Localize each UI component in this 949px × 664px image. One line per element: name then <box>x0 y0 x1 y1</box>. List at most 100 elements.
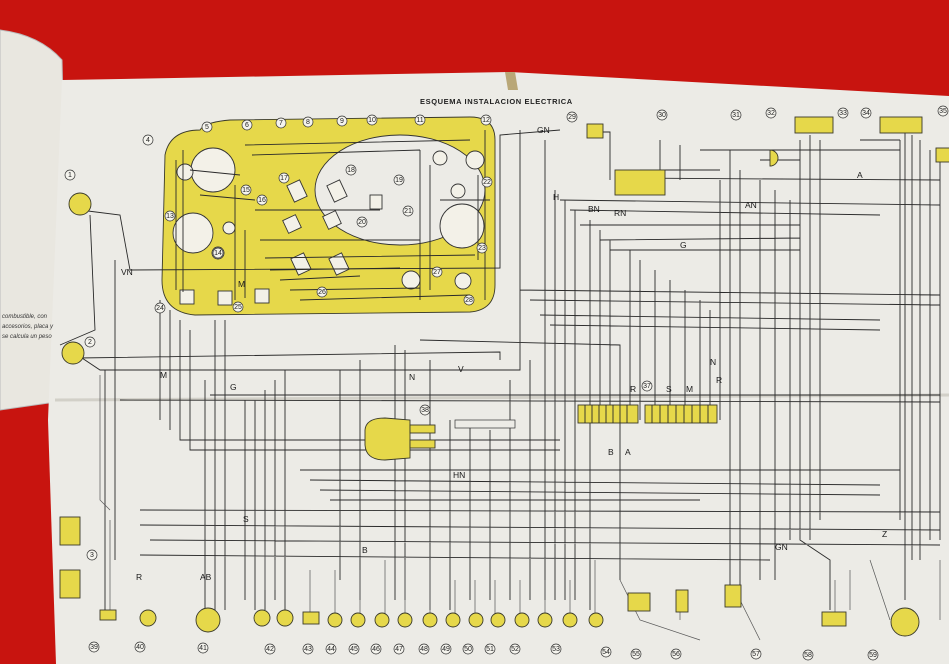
wire-label-rn: RN <box>614 208 626 218</box>
callout-16: 16 <box>258 197 266 204</box>
callout-35: 35 <box>939 108 947 115</box>
switch-25 <box>217 290 233 306</box>
connector-strip <box>454 419 516 429</box>
gauge-right <box>439 203 485 249</box>
switch-vl <box>254 288 270 304</box>
wire-label-vn: VN <box>121 267 133 277</box>
callout-43: 43 <box>304 646 312 653</box>
wire-label-z: Z <box>882 529 887 539</box>
side-lamp-left <box>68 192 92 216</box>
wire-label-g-lower: G <box>230 382 237 392</box>
callout-21: 21 <box>404 208 412 215</box>
callout-5: 5 <box>205 124 209 131</box>
diagram-title: ESQUEMA INSTALACION ELECTRICA <box>420 97 573 106</box>
callout-31: 31 <box>732 112 740 119</box>
indicator-lamp-12 <box>465 150 485 170</box>
indicator-lamp-28 <box>454 272 472 290</box>
wire-label-m: M <box>160 370 167 380</box>
callout-54: 54 <box>602 649 610 656</box>
battery-1 <box>59 516 81 546</box>
callout-27: 27 <box>433 269 441 276</box>
callout-34: 34 <box>862 110 870 117</box>
callout-9: 9 <box>340 118 344 125</box>
side-text-line-3: se calcula un peso <box>2 334 52 340</box>
callout-47: 47 <box>395 646 403 653</box>
indicator-lamp-11 <box>432 150 448 166</box>
callout-33: 33 <box>839 110 847 117</box>
bulb-17 <box>286 179 308 203</box>
lamp-right-edge <box>935 147 949 163</box>
callout-37: 37 <box>643 383 651 390</box>
wire-label-hn: HN <box>453 470 465 480</box>
fuse-block-right <box>644 404 718 424</box>
fuse-block-left <box>577 404 639 424</box>
callout-58: 58 <box>804 652 812 659</box>
wire-label-bn: BN <box>588 204 600 214</box>
callout-48: 48 <box>420 646 428 653</box>
callout-24: 24 <box>156 305 164 312</box>
wire-label-v: V <box>458 364 464 374</box>
headlamp-34-35 <box>879 116 923 134</box>
callout-29: 29 <box>568 114 576 121</box>
horn-31 <box>769 149 779 167</box>
callout-50: 50 <box>464 646 472 653</box>
indicator-lamp-22 <box>450 183 466 199</box>
gauge-left-lower <box>172 212 214 254</box>
battery-2 <box>59 569 81 599</box>
wire-label-n: N <box>409 372 415 382</box>
callout-57: 57 <box>752 651 760 658</box>
side-text-line-2: accesorios, placa y <box>2 324 54 330</box>
wiper-motor-38 <box>364 417 436 461</box>
callout-10: 10 <box>368 117 376 124</box>
callout-11: 11 <box>416 117 423 124</box>
callout-51: 51 <box>486 646 494 653</box>
wire-label-gn: GN <box>537 125 550 135</box>
callout-53: 53 <box>552 646 560 653</box>
callout-4: 4 <box>146 137 150 144</box>
callout-26: 26 <box>318 289 326 296</box>
callout-8: 8 <box>306 119 310 126</box>
callout-13: 13 <box>166 213 174 220</box>
callout-19: 19 <box>395 177 403 184</box>
bulb-18 <box>326 179 348 203</box>
side-lamp-left-lower <box>61 341 85 365</box>
relay-30 <box>614 169 666 196</box>
callout-49: 49 <box>442 646 450 653</box>
bulb-20 <box>322 210 342 230</box>
switch-27 <box>401 270 421 290</box>
instrument-panel <box>161 116 496 316</box>
wire-label-r: R <box>136 572 142 582</box>
callout-12: 12 <box>482 117 490 124</box>
wire-label-gn-lower: GN <box>775 542 788 552</box>
bottom-components <box>99 584 920 637</box>
wire-label-b-fuse: B <box>608 447 614 457</box>
callout-32: 32 <box>767 110 775 117</box>
wire-color-labels: GN H BN RN AN G A VN M N V S R B AB HN G… <box>121 125 887 582</box>
wire-label-n-right: N <box>710 357 716 367</box>
wire-label-b: B <box>362 545 368 555</box>
callout-20: 20 <box>358 219 366 226</box>
wire-label-a-fuse: A <box>625 447 631 457</box>
switch-29 <box>586 123 604 139</box>
callout-55: 55 <box>632 651 640 658</box>
callout-28: 28 <box>465 297 473 304</box>
wire-label-an: AN <box>745 200 757 210</box>
headlamp-32-33 <box>794 116 834 134</box>
callout-labels: 1 2 3 4 5 6 7 8 9 10 11 12 13 14 15 16 1… <box>64 105 949 661</box>
callout-45: 45 <box>350 646 358 653</box>
callout-40: 40 <box>136 644 144 651</box>
callout-23: 23 <box>478 245 486 252</box>
wire-label-m-fuse: M <box>686 384 693 394</box>
callout-17: 17 <box>280 175 288 182</box>
callout-1: 1 <box>68 172 72 179</box>
callout-30: 30 <box>658 112 666 119</box>
callout-52: 52 <box>511 646 519 653</box>
callout-41: 41 <box>199 645 207 652</box>
callout-38: 38 <box>421 407 429 414</box>
callout-56: 56 <box>672 651 680 658</box>
callout-25: 25 <box>234 304 242 311</box>
side-text-line-1: combustible, con <box>2 314 48 320</box>
bulb-16 <box>282 214 302 234</box>
wire-label-ab: AB <box>200 572 212 582</box>
callout-3: 3 <box>90 552 94 559</box>
